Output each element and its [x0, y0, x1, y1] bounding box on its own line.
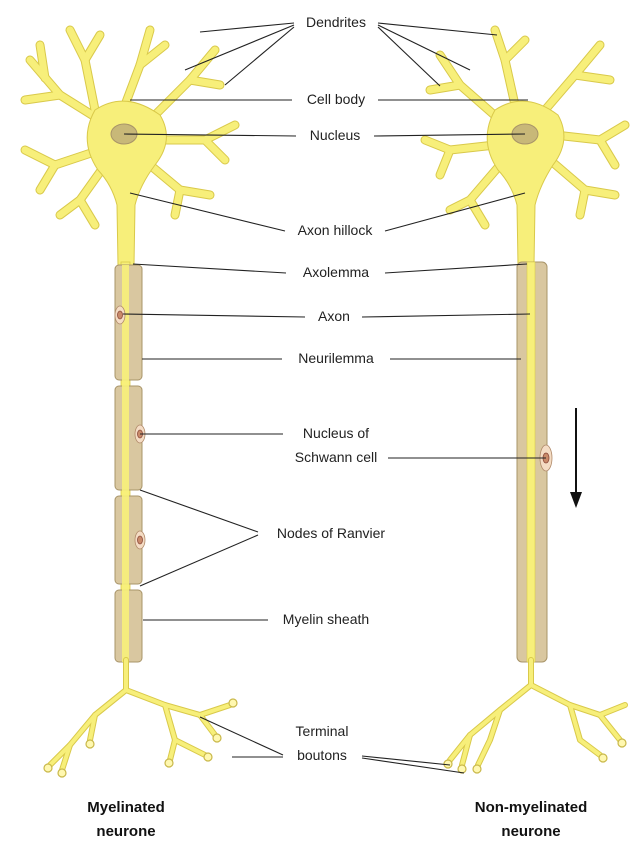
- label-myelin-sheath: Myelin sheath: [283, 611, 369, 627]
- terminal-bouton: [44, 764, 52, 772]
- label-terminal-boutons-line1: Terminal: [296, 723, 349, 739]
- label-axon-hillock: Axon hillock: [298, 222, 374, 238]
- caption-non-myelinated-line1: Non-myelinated: [475, 799, 588, 816]
- terminal-bouton: [213, 734, 221, 742]
- label-terminal-boutons-line2: boutons: [297, 747, 347, 763]
- terminal-bouton: [86, 740, 94, 748]
- label-nodes-of-ranvier: Nodes of Ranvier: [277, 525, 386, 541]
- schwann-nucleus: [138, 536, 143, 544]
- terminal-bouton: [165, 759, 173, 767]
- caption-myelinated-line2: neurone: [96, 823, 155, 840]
- arrow-down-icon: [570, 408, 582, 508]
- label-neurilemma: Neurilemma: [298, 350, 374, 366]
- terminal-bouton: [599, 754, 607, 762]
- terminal-bouton: [58, 769, 66, 777]
- terminal-bouton: [618, 739, 626, 747]
- label-axon: Axon: [318, 308, 350, 324]
- label-nucleus-of-schwann-line1: Nucleus of: [303, 425, 369, 441]
- schwann-nucleus: [118, 311, 123, 319]
- caption-myelinated-line1: Myelinated: [87, 799, 165, 816]
- terminal-bouton: [473, 765, 481, 773]
- label-axolemma: Axolemma: [303, 264, 369, 280]
- right-terminals: [444, 660, 626, 773]
- right-axon: [527, 262, 535, 662]
- caption-non-myelinated-line2: neurone: [501, 823, 560, 840]
- terminal-bouton: [204, 753, 212, 761]
- left-terminals: [44, 660, 237, 777]
- myelinated-neurone: [25, 30, 237, 777]
- left-axon-inner: [122, 265, 129, 662]
- label-cell-body: Cell body: [307, 91, 365, 107]
- label-dendrites: Dendrites: [306, 14, 366, 30]
- non-myelinated-neurone: [425, 30, 626, 773]
- label-nucleus-of-schwann-line2: Schwann cell: [295, 449, 378, 465]
- label-nucleus: Nucleus: [310, 127, 361, 143]
- left-myelin-segments: [115, 265, 142, 662]
- terminal-bouton: [229, 699, 237, 707]
